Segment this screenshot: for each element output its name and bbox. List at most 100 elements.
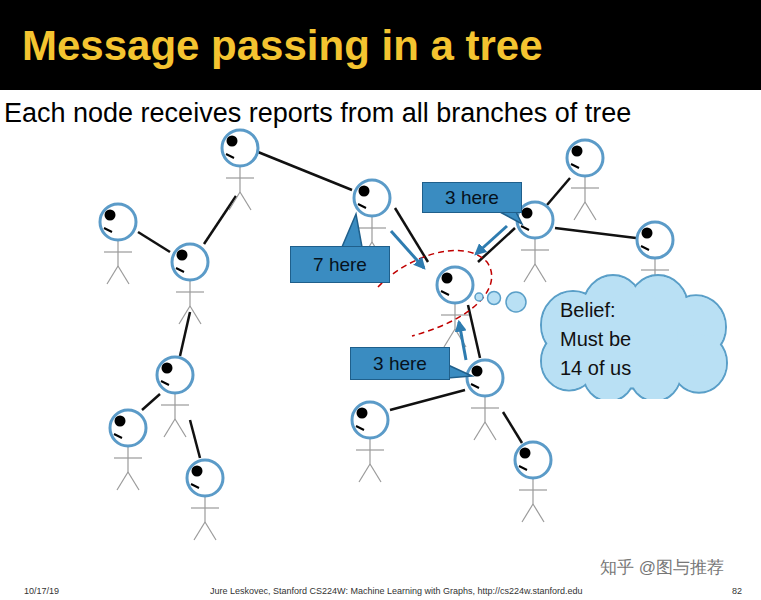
callout-text: 7 here (313, 254, 367, 276)
footer-source: Jure Leskovec, Stanford CS224W: Machine … (210, 586, 583, 596)
figure-mouth (641, 246, 649, 250)
figure-body (179, 306, 190, 324)
stick-figure (222, 130, 258, 210)
title-bar (0, 0, 761, 90)
figure-body (369, 438, 370, 464)
callout-text: 3 here (445, 187, 499, 209)
message-arrow (459, 322, 466, 360)
figure-body (205, 522, 216, 540)
figure-mouth (571, 164, 579, 168)
figure-body (474, 422, 485, 440)
stick-figure (157, 357, 193, 437)
figure-mouth (161, 381, 169, 385)
figure-body (127, 446, 128, 472)
tree-edge (204, 196, 236, 244)
figure-body (174, 393, 175, 419)
figure-head (100, 204, 136, 240)
cloud-fill (672, 334, 726, 391)
figure-head (110, 410, 146, 446)
figure-body (194, 522, 205, 540)
figure-head (567, 140, 603, 176)
figure-body (484, 396, 485, 422)
figure-body (441, 314, 469, 315)
figure-body (454, 303, 455, 329)
figure-body (358, 227, 386, 228)
tree-edge (478, 228, 515, 262)
figure-eye (442, 273, 453, 284)
speech-callout: 3 here (350, 347, 450, 380)
stick-figures (100, 130, 673, 540)
slide-title: Message passing in a tree (22, 22, 543, 70)
figure-eye (642, 228, 653, 239)
figure-eye (227, 136, 238, 147)
figure-eye (162, 363, 173, 374)
thought-bubble (475, 293, 483, 301)
figure-eye (192, 466, 203, 477)
figure-head (637, 222, 673, 258)
figure-eye (177, 250, 188, 261)
tree-edge (258, 152, 352, 190)
thought-cloud: Belief:Must be 14 of us (533, 272, 733, 399)
figure-eye (472, 366, 483, 377)
figure-body (519, 489, 547, 490)
figure-body (240, 192, 251, 210)
figure-mouth (356, 426, 364, 430)
tree-edge (190, 420, 200, 458)
figure-body (175, 419, 186, 437)
figure-body (239, 166, 240, 192)
figure-body (114, 457, 142, 458)
figure-head (187, 460, 223, 496)
figure-body (532, 478, 533, 504)
figure-body (128, 472, 139, 490)
message-arrow (476, 226, 507, 254)
figure-body (485, 422, 496, 440)
figure-body (359, 464, 370, 482)
figure-body (161, 404, 189, 405)
footer-date: 10/17/19 (24, 586, 59, 596)
figure-body (117, 472, 128, 490)
figure-body (534, 238, 535, 264)
figure-mouth (521, 226, 529, 230)
figure-body (535, 264, 546, 282)
figure-mouth (114, 434, 122, 438)
cloud-text: Belief:Must be 14 of us (560, 296, 648, 383)
dashed-boundary (378, 250, 492, 336)
figure-mouth (358, 204, 366, 208)
figure-head (467, 360, 503, 396)
figure-body (370, 464, 381, 482)
figure-mouth (176, 268, 184, 272)
figure-body (584, 176, 585, 202)
stick-figure (187, 460, 223, 540)
figure-body (522, 504, 533, 522)
callout-tail (500, 212, 522, 224)
figure-body (571, 187, 599, 188)
figure-mouth (226, 154, 234, 158)
figure-body (191, 507, 219, 508)
page-number: 82 (732, 586, 742, 596)
stick-figure (437, 267, 473, 347)
figure-head (515, 442, 551, 478)
figure-head (172, 244, 208, 280)
thought-bubble (506, 292, 526, 312)
belief-text: Must be 14 of us (560, 325, 648, 383)
watermark: 知乎 @图与推荐 (600, 556, 724, 579)
tree-edge (555, 228, 636, 238)
figure-body (104, 251, 132, 252)
figure-body (356, 449, 384, 450)
figure-body (471, 407, 499, 408)
thought-bubble (488, 292, 501, 305)
figure-head (222, 130, 258, 166)
belief-text: Belief: (560, 296, 648, 325)
stick-figure (467, 360, 503, 440)
stick-figure (517, 202, 553, 282)
figure-body (444, 329, 455, 347)
figure-mouth (191, 484, 199, 488)
figure-head (157, 357, 193, 393)
tree-edge (468, 305, 480, 358)
tree-edge (138, 232, 170, 252)
message-arrows (391, 226, 507, 360)
tree-edge (180, 312, 190, 356)
figure-head (354, 180, 390, 216)
tree-edge (390, 390, 465, 410)
